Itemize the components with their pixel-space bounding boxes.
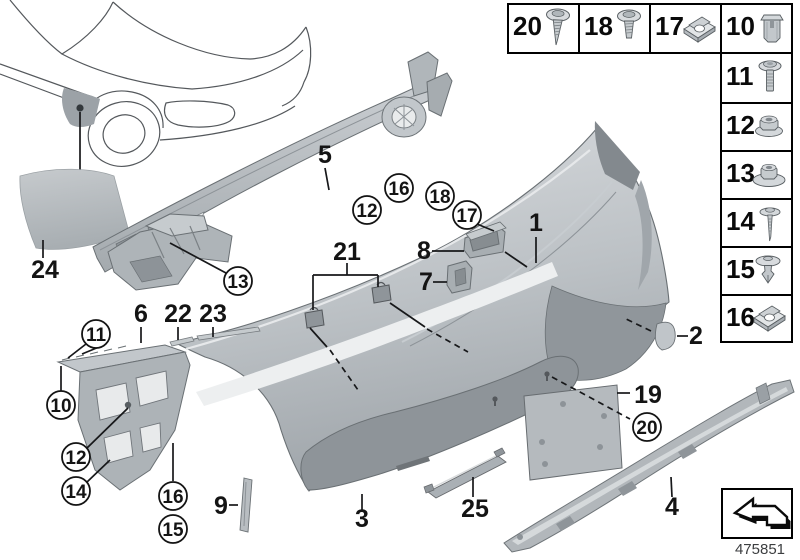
legend-box-15[interactable]: 15 [720, 246, 793, 296]
part-1-bumper-cover [174, 121, 670, 492]
cage-nut-icon [753, 305, 786, 332]
callout-24[interactable]: 24 [31, 256, 59, 284]
part-8-bracket [463, 221, 507, 259]
callout-7[interactable]: 7 [419, 268, 433, 296]
part-19-plate-base [523, 384, 623, 481]
svg-text:11: 11 [726, 61, 754, 91]
part-9-reflector [239, 477, 253, 533]
legend-box-18[interactable]: 18 [578, 3, 651, 54]
legend-box-16[interactable]: 16 [720, 294, 793, 343]
callout-circle-11[interactable]: 11 [81, 319, 111, 349]
nav-arrow-box[interactable] [721, 488, 793, 539]
legend-box-10[interactable]: 10 [720, 3, 793, 54]
part-22-strip [169, 336, 195, 347]
svg-text:18: 18 [429, 187, 450, 208]
part-6-side-bracket [56, 344, 191, 491]
callout-circle-16b[interactable]: 16 [158, 481, 188, 511]
car-sketch [0, 0, 312, 170]
circled-callouts: 16 12 18 17 13 11 10 12 14 16 [46, 173, 662, 544]
part-2-cover-cap [654, 321, 676, 351]
callout-3[interactable]: 3 [355, 505, 369, 533]
part-7-bracket [446, 260, 473, 294]
flange-screw-icon [758, 60, 782, 92]
part-4-sill-trim [503, 379, 795, 553]
legend-box-11[interactable]: 11 [720, 52, 793, 104]
diffuser-back-face [544, 285, 667, 381]
svg-text:13: 13 [227, 272, 248, 293]
callout-22[interactable]: 22 [164, 300, 192, 328]
svg-text:18: 18 [584, 11, 613, 41]
svg-text:11: 11 [86, 325, 107, 346]
svg-text:15: 15 [162, 520, 184, 541]
callout-circle-14[interactable]: 14 [61, 476, 91, 506]
svg-text:16: 16 [726, 302, 755, 332]
callout-circle-13[interactable]: 13 [223, 266, 253, 296]
callout-19[interactable]: 19 [634, 381, 662, 409]
svg-text:12: 12 [356, 201, 377, 222]
svg-text:12: 12 [726, 110, 755, 140]
svg-text:16: 16 [388, 179, 409, 200]
callout-25[interactable]: 25 [461, 495, 489, 523]
svg-text:20: 20 [513, 11, 542, 41]
svg-text:17: 17 [655, 11, 684, 41]
svg-text:15: 15 [726, 254, 755, 284]
fastener-legend: 20 18 17 [507, 3, 793, 343]
part-24-film-sheet [19, 168, 130, 250]
legend-box-14[interactable]: 14 [720, 198, 793, 248]
svg-text:16: 16 [162, 487, 183, 508]
callout-circle-20[interactable]: 20 [632, 412, 662, 442]
callout-circle-18[interactable]: 18 [425, 181, 455, 211]
callout-circle-12a[interactable]: 12 [352, 195, 382, 225]
svg-text:10: 10 [726, 11, 755, 41]
callout-2[interactable]: 2 [689, 322, 703, 350]
tapping-screw-icon [546, 8, 570, 46]
svg-text:14: 14 [726, 206, 755, 236]
callout-9[interactable]: 9 [214, 492, 228, 520]
expanding-nut-icon [760, 14, 784, 43]
plastic-flange-nut-large-icon [752, 163, 786, 187]
legend-box-20[interactable]: 20 [507, 3, 580, 54]
svg-text:10: 10 [50, 396, 71, 417]
torx-screw-icon [617, 9, 641, 39]
svg-text:12: 12 [65, 448, 86, 469]
expanding-rivet-icon [755, 255, 781, 284]
svg-text:14: 14 [65, 482, 87, 503]
callout-circle-17[interactable]: 17 [452, 200, 482, 230]
svg-text:20: 20 [636, 418, 657, 439]
part-21-clip-left [304, 306, 325, 329]
cage-nut-icon [683, 16, 716, 43]
svg-text:13: 13 [726, 158, 755, 188]
washer-screw-icon [759, 207, 781, 242]
callout-8[interactable]: 8 [417, 237, 431, 265]
svg-text:17: 17 [456, 206, 477, 227]
callout-6[interactable]: 6 [134, 300, 148, 328]
return-arrow-icon [732, 496, 791, 529]
callout-23[interactable]: 23 [199, 300, 227, 328]
leader-lines [42, 167, 688, 511]
legend-box-12[interactable]: 12 [720, 102, 793, 152]
callout-1[interactable]: 1 [529, 209, 543, 237]
part-13-bracket-cluster [107, 213, 233, 291]
doc-number: 475851 [735, 541, 785, 558]
callout-circle-16a[interactable]: 16 [384, 173, 414, 203]
callout-circle-10[interactable]: 10 [46, 390, 76, 420]
legend-box-13[interactable]: 13 [720, 150, 793, 200]
callout-21[interactable]: 21 [333, 238, 361, 266]
callout-circle-12b[interactable]: 12 [61, 442, 91, 472]
plastic-flange-nut-icon [755, 115, 783, 137]
callout-circle-15[interactable]: 15 [158, 514, 188, 544]
callout-5[interactable]: 5 [318, 141, 332, 169]
legend-box-17[interactable]: 17 [649, 3, 722, 54]
plate-mount-holes [492, 371, 550, 406]
callout-4[interactable]: 4 [665, 493, 679, 521]
part-25-bracket-strip [423, 447, 507, 499]
